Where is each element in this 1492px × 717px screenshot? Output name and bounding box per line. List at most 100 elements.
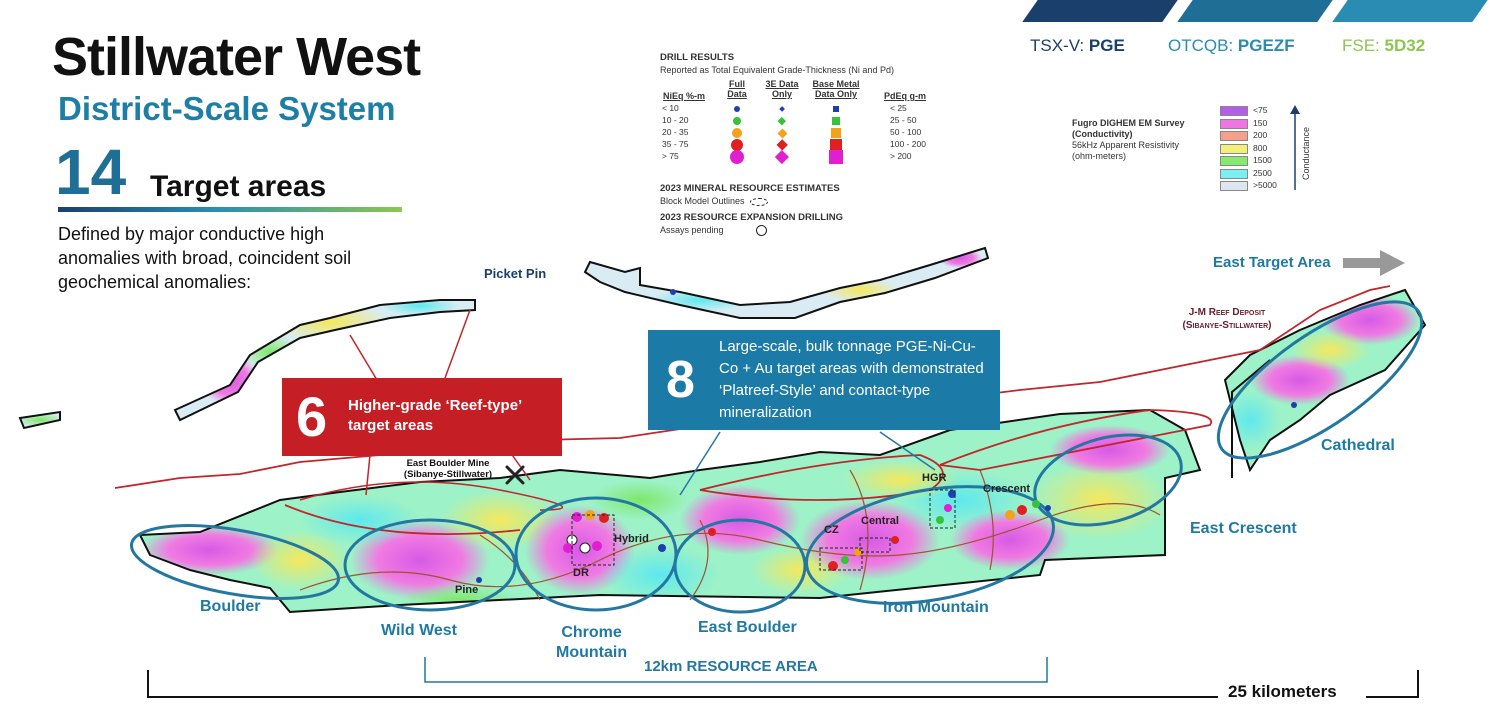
ticker-otcqb-value: PGEZF <box>1237 36 1295 55</box>
conductance-arrow-icon <box>1290 105 1300 190</box>
reef-callout: 6 Higher-grade ‘Reef-type’ target areas <box>282 378 562 456</box>
col-base: Base Metal Data Only <box>812 79 860 99</box>
ticker-otcqb: OTCQB: PGEZF <box>1168 36 1295 56</box>
reef-leaders <box>349 309 531 496</box>
em-swatch-label: <75 <box>1253 105 1268 115</box>
col-full: Full Data <box>727 79 747 99</box>
block-outline-icon <box>750 197 769 206</box>
legend-pdeq: 100 - 200 <box>890 139 926 149</box>
label-east-boulder-mine-line2: (Sibanye-Stillwater) <box>403 469 493 480</box>
em-swatch <box>1220 118 1248 129</box>
em-line2: (ohm-meters) <box>1072 151 1127 161</box>
legend-nieq: 20 - 35 <box>662 127 689 137</box>
drill-markers <box>476 289 1297 583</box>
page-title: Stillwater West <box>52 27 421 87</box>
ticker-tsxv: TSX-V: PGE <box>1030 36 1125 56</box>
legend-pdeq: > 200 <box>890 151 912 161</box>
legend-nieq: > 75 <box>662 151 679 161</box>
em-swatch <box>1220 156 1248 166</box>
legend-nieq: 10 - 20 <box>662 115 689 125</box>
legend-base-symbol <box>829 150 843 164</box>
label-boulder: Boulder <box>200 598 261 615</box>
resource-area-bar <box>424 657 1048 683</box>
legend-row: 35 - 75 100 - 200 <box>660 139 960 151</box>
em-line1: 56kHz Apparent Resistivity <box>1072 140 1180 150</box>
ticker-tsxv-value: PGE <box>1088 36 1125 55</box>
legend-row: 10 - 20 25 - 50 <box>660 115 960 127</box>
label-cz: CZ <box>824 524 839 536</box>
total-scale-bar <box>147 670 1419 698</box>
em-swatch <box>1220 168 1248 179</box>
label-jm-reef: J-M Reef Deposit (Sibanye-Stillwater) <box>1172 306 1282 332</box>
drill-legend-subtitle: Reported as Total Equivalent Grade-Thick… <box>660 65 894 75</box>
label-east-crescent: East Crescent <box>1190 520 1297 537</box>
label-cathedral: Cathedral <box>1321 437 1395 454</box>
label-east-boulder: East Boulder <box>698 619 797 636</box>
target-description: Defined by major conductive high anomali… <box>58 224 352 292</box>
label-chrome-mountain-line1: Chrome <box>561 624 622 641</box>
legend-row: < 10 < 25 <box>660 103 960 115</box>
legend-full-symbol <box>730 150 744 164</box>
em-swatch-label: 150 <box>1253 117 1268 128</box>
label-iron-mountain: Iron Mountain <box>883 599 989 616</box>
legend-row: 20 - 35 50 - 100 <box>660 127 960 139</box>
em-swatch-label: 200 <box>1253 130 1268 140</box>
resource-area-label: 12km RESOURCE AREA <box>644 658 818 675</box>
bulk-leaders <box>679 431 936 496</box>
ticker-fse: FSE: 5D32 <box>1342 36 1425 56</box>
em-title2: (Conductivity) <box>1072 129 1133 139</box>
pending-circle-icon <box>756 225 768 237</box>
label-picket-pin: Picket Pin <box>484 266 547 281</box>
label-hgr: HGR <box>922 472 947 484</box>
mine-icon <box>505 465 525 485</box>
legend-base-symbol <box>831 128 841 138</box>
bulk-callout: 8 Large-scale, bulk tonnage PGE-Ni-Cu-Co… <box>648 330 1000 430</box>
legend-full-symbol <box>734 106 740 112</box>
legend-full-symbol <box>732 128 742 138</box>
east-target-arrow-icon <box>1343 250 1405 276</box>
resource-title: 2023 MINERAL RESOURCE ESTIMATES <box>660 183 840 194</box>
col-pdeq: PdEq g-m <box>884 91 926 101</box>
em-swatch <box>1220 181 1248 191</box>
label-wild-west: Wild West <box>381 622 458 639</box>
reef-callout-number: 6 <box>296 385 328 448</box>
bulk-callout-number: 8 <box>666 351 695 409</box>
expansion-title: 2023 RESOURCE EXPANSION DRILLING <box>660 212 844 223</box>
label-chrome-mountain-line2: Mountain <box>556 644 628 661</box>
label-east-target-area: East Target Area <box>1213 254 1331 271</box>
legend-row: > 75 > 200 <box>660 150 960 164</box>
legend-base-symbol <box>833 106 839 112</box>
legend-full-symbol <box>733 117 741 125</box>
em-swatch <box>1220 143 1248 154</box>
label-east-boulder-mine-line1: East Boulder Mine <box>406 458 490 469</box>
page-subtitle: District-Scale System <box>58 90 396 127</box>
label-east-boulder-mine: East Boulder Mine (Sibanye-Stillwater) <box>392 458 504 480</box>
ticker-fse-value: 5D32 <box>1384 36 1426 55</box>
legend-base-symbol <box>832 117 840 125</box>
drill-legend-table: NiEq %-m Full Data 3E Data Only Base Met… <box>660 79 960 175</box>
label-dr: DR <box>573 567 589 579</box>
em-legend: Fugro DIGHEM EM Survey (Conductivity) 56… <box>1072 118 1185 162</box>
legend-pdeq: 50 - 100 <box>890 127 922 137</box>
legend-nieq: < 10 <box>662 103 679 113</box>
resource-row: Block Model Outlines <box>660 196 960 206</box>
legend-pdeq: < 25 <box>890 103 907 113</box>
total-scale-label: 25 kilometers <box>1228 682 1337 701</box>
ticker-otcqb-label: OTCQB: <box>1168 36 1234 55</box>
em-swatch-label: >5000 <box>1253 180 1277 190</box>
col-3e: 3E Data Only <box>765 79 799 99</box>
target-count-label: Target areas <box>150 170 327 203</box>
target-ellipses <box>129 300 1424 614</box>
legend-nieq: 35 - 75 <box>662 139 689 149</box>
em-title: Fugro DIGHEM EM Survey <box>1072 118 1185 128</box>
label-jm-reef-line2: (Sibanye-Stillwater) <box>1182 320 1272 331</box>
label-pine: Pine <box>455 584 479 596</box>
drill-legend-title: DRILL RESULTS <box>660 52 735 63</box>
resource-label: Block Model Outlines <box>660 196 745 206</box>
legend-pdeq: 25 - 50 <box>890 115 917 125</box>
label-central: Central <box>861 515 899 527</box>
drill-legend: DRILL RESULTS Reported as Total Equivale… <box>660 52 960 237</box>
ticker-fse-label: FSE: <box>1342 36 1380 55</box>
bulk-callout-text: Large-scale, bulk tonnage PGE-Ni-Cu-Co +… <box>719 338 984 421</box>
em-swatch <box>1220 131 1248 141</box>
